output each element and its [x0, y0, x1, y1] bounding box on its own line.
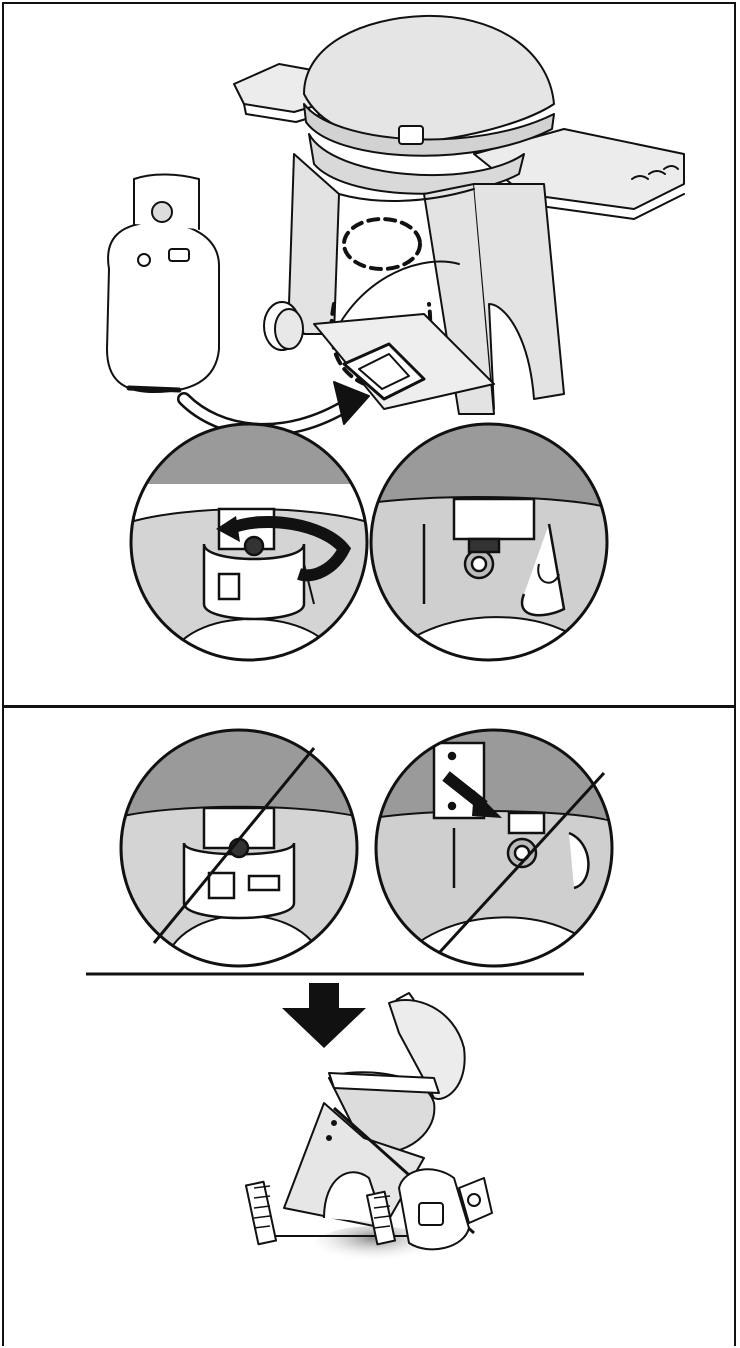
- down-arrow-icon: [282, 983, 366, 1048]
- grill-tank-storage-illustration: [4, 4, 734, 705]
- tank-valve-positioned-detail: [364, 414, 624, 664]
- incorrect-valve-orientation-2: [374, 728, 634, 968]
- grill-lid: [304, 16, 554, 156]
- curved-arrow-icon: [184, 382, 369, 430]
- propane-tank: [107, 174, 219, 392]
- instruction-panel-bottom: [2, 706, 736, 1346]
- instruction-panel-top: [2, 2, 736, 707]
- tank-valve-rotate-detail: [124, 414, 384, 664]
- incorrect-valve-orientation-1: [114, 728, 374, 968]
- grill-tipped-on-end-tank-fallen: [246, 993, 492, 1266]
- incorrect-storage-illustration: [4, 708, 734, 1348]
